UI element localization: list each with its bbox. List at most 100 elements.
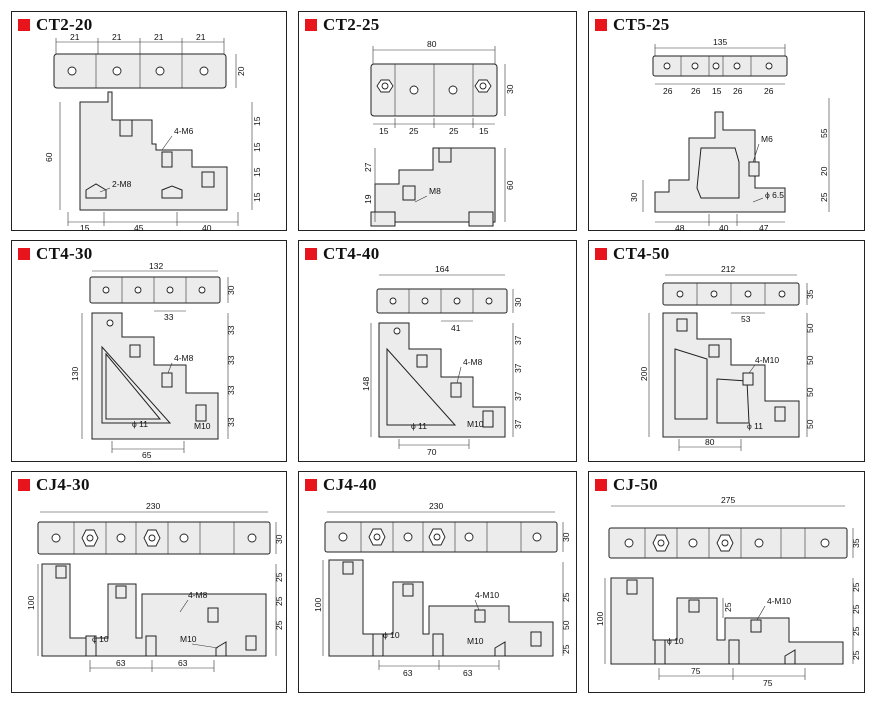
dim-left-1: 27	[363, 162, 373, 172]
dim-right-2: 25	[274, 596, 284, 606]
dim-right-1: 50	[805, 323, 815, 333]
ann-m8: M8	[429, 186, 441, 196]
dim-left: 60	[44, 152, 54, 162]
red-square-icon	[595, 479, 607, 491]
panel-cj4-30: CJ4-30 230 30 4-M8 ϕ 10 M10 100 25 25 25	[11, 471, 287, 693]
ann-m10: M10	[180, 634, 197, 644]
panel-ct5-25: CT5-25 135 26 26 15 26 26 M6 ϕ 6.5 55 20…	[588, 11, 865, 232]
red-square-icon	[305, 479, 317, 491]
red-square-icon	[305, 19, 317, 31]
ann-phi-10: ϕ 10	[383, 630, 400, 640]
ct2-20-drawing: 21 21 21 21 20 4-M6 2-M8 60 15 15 15 15 …	[44, 32, 262, 232]
dim-bottom-2: 75	[763, 678, 773, 688]
dim-right-2: 33	[226, 355, 236, 365]
panel-ct2-20: CT2-20 21 21 21 21 20 4-M6 2-M8 60 15 15…	[11, 11, 287, 232]
dim-top-total: 80	[427, 39, 437, 49]
model-name: CJ-50	[613, 475, 658, 494]
dim-bottom: 80	[705, 437, 715, 447]
panel-ct4-50: CT4-50 212 35 53 4-M10 ϕ 11 200 50 50 50…	[588, 240, 865, 462]
dim-right-1: 25	[274, 572, 284, 582]
dim-bottom-2: 63	[178, 658, 188, 668]
ann-m10: M10	[194, 421, 211, 431]
model-name: CT2-25	[323, 15, 380, 34]
dim-right-4: 25	[851, 650, 861, 660]
ann-m6: M6	[761, 134, 773, 144]
dim-right-3: 33	[226, 385, 236, 395]
dim-bottom-1: 75	[691, 666, 701, 676]
dim-right-3: 50	[805, 387, 815, 397]
dim-bottom-2: 63	[463, 668, 473, 678]
cj4-40-drawing: 230 30 4-M10 ϕ 10 M10 100 25 50 25 63 63	[313, 501, 571, 678]
dim-right-1: 15	[252, 116, 262, 126]
dim-right-2: 20	[819, 166, 829, 176]
dim-top-1: 15	[379, 126, 389, 136]
dim-right-4: 37	[513, 419, 523, 429]
cj-50-drawing: 275 35 4-M10 ϕ 10 25 100 25 25 25 25 75 …	[595, 495, 861, 688]
red-square-icon	[595, 248, 607, 260]
ann-4-m8: 4-M8	[174, 353, 194, 363]
dim-right-3: 25	[561, 644, 571, 654]
dim-left: 148	[361, 377, 371, 391]
panel-title: CT4-30	[18, 244, 93, 264]
red-square-icon	[18, 479, 30, 491]
dim-right-2: 15	[252, 142, 262, 152]
dim-left: 200	[639, 367, 649, 381]
dim-bottom-3: 40	[202, 223, 212, 232]
ct2-25-drawing: 80 30 15 25 25 15 M8 27 19 60	[363, 39, 515, 227]
panel-title: CJ-50	[595, 475, 658, 495]
ann-4-m10: 4-M10	[767, 596, 791, 606]
ann-m10: M10	[467, 636, 484, 646]
dim-top-3: 25	[449, 126, 459, 136]
red-square-icon	[595, 19, 607, 31]
red-square-icon	[18, 19, 30, 31]
dim-top-2: 21	[112, 32, 122, 42]
dim-top-total: 212	[721, 264, 735, 274]
ct4-30-drawing: 132 30 33 4-M8 ϕ 11 M10 130 33 33 33 33 …	[70, 261, 236, 460]
dim-right-4: 15	[252, 192, 262, 202]
dim-height: 35	[851, 538, 861, 548]
cj4-30-drawing: 230 30 4-M8 ϕ 10 M10 100 25 25 25 63 63	[26, 501, 284, 672]
panel-ct2-25: CT2-25 80 30 15 25 25 15 M8 27 19 60	[298, 11, 577, 231]
dim-height: 20	[236, 66, 246, 76]
dim-bottom-2: 40	[719, 223, 729, 232]
dim-right-3: 15	[252, 167, 262, 177]
dim-right-3: 37	[513, 391, 523, 401]
dim-height: 30	[561, 532, 571, 542]
dim-bottom-1: 63	[403, 668, 413, 678]
dim-right-2: 25	[851, 604, 861, 614]
dim-right-3: 25	[274, 620, 284, 630]
ann-2-m8: 2-M8	[112, 179, 132, 189]
dim-right-2: 50	[561, 620, 571, 630]
ann-4-m8: 4-M8	[463, 357, 483, 367]
dim-bottom-3: 47	[759, 223, 769, 232]
dim-bottom-1: 63	[116, 658, 126, 668]
ann-4-m10: 4-M10	[755, 355, 779, 365]
dim-bottom-1: 48	[675, 223, 685, 232]
dim-top-2: 25	[409, 126, 419, 136]
dim-right-1: 55	[819, 128, 829, 138]
model-name: CT2-20	[36, 15, 93, 34]
ann-phi-11: ϕ 11	[747, 421, 763, 431]
dim-right-2: 50	[805, 355, 815, 365]
panel-cj4-40: CJ4-40 230 30 4-M10 ϕ 10 M10 100 25 50 2…	[298, 471, 577, 693]
dim-bottom-2: 45	[134, 223, 144, 232]
dim-top-total: 275	[721, 495, 735, 505]
panel-title: CJ4-30	[18, 475, 90, 495]
model-name: CT5-25	[613, 15, 670, 34]
ct5-25-drawing: 135 26 26 15 26 26 M6 ϕ 6.5 55 20 25 30 …	[629, 37, 830, 232]
dim-sub: 33	[164, 312, 174, 322]
model-name: CT4-30	[36, 244, 93, 263]
dim-right-1: 25	[561, 592, 571, 602]
model-name: CJ4-40	[323, 475, 377, 494]
dim-right-2: 37	[513, 363, 523, 373]
dim-left-2: 19	[363, 194, 373, 204]
dim-top-2: 26	[691, 86, 701, 96]
ann-4-m10: 4-M10	[475, 590, 499, 600]
dim-height: 30	[226, 285, 236, 295]
panel-title: CT5-25	[595, 15, 670, 35]
panel-ct4-40: CT4-40 164 30 41 4-M8 ϕ 11 M10 148 37 37…	[298, 240, 577, 462]
dim-bottom: 65	[142, 450, 152, 460]
dim-left: 100	[26, 596, 36, 610]
dim-bottom-1: 15	[80, 223, 90, 232]
